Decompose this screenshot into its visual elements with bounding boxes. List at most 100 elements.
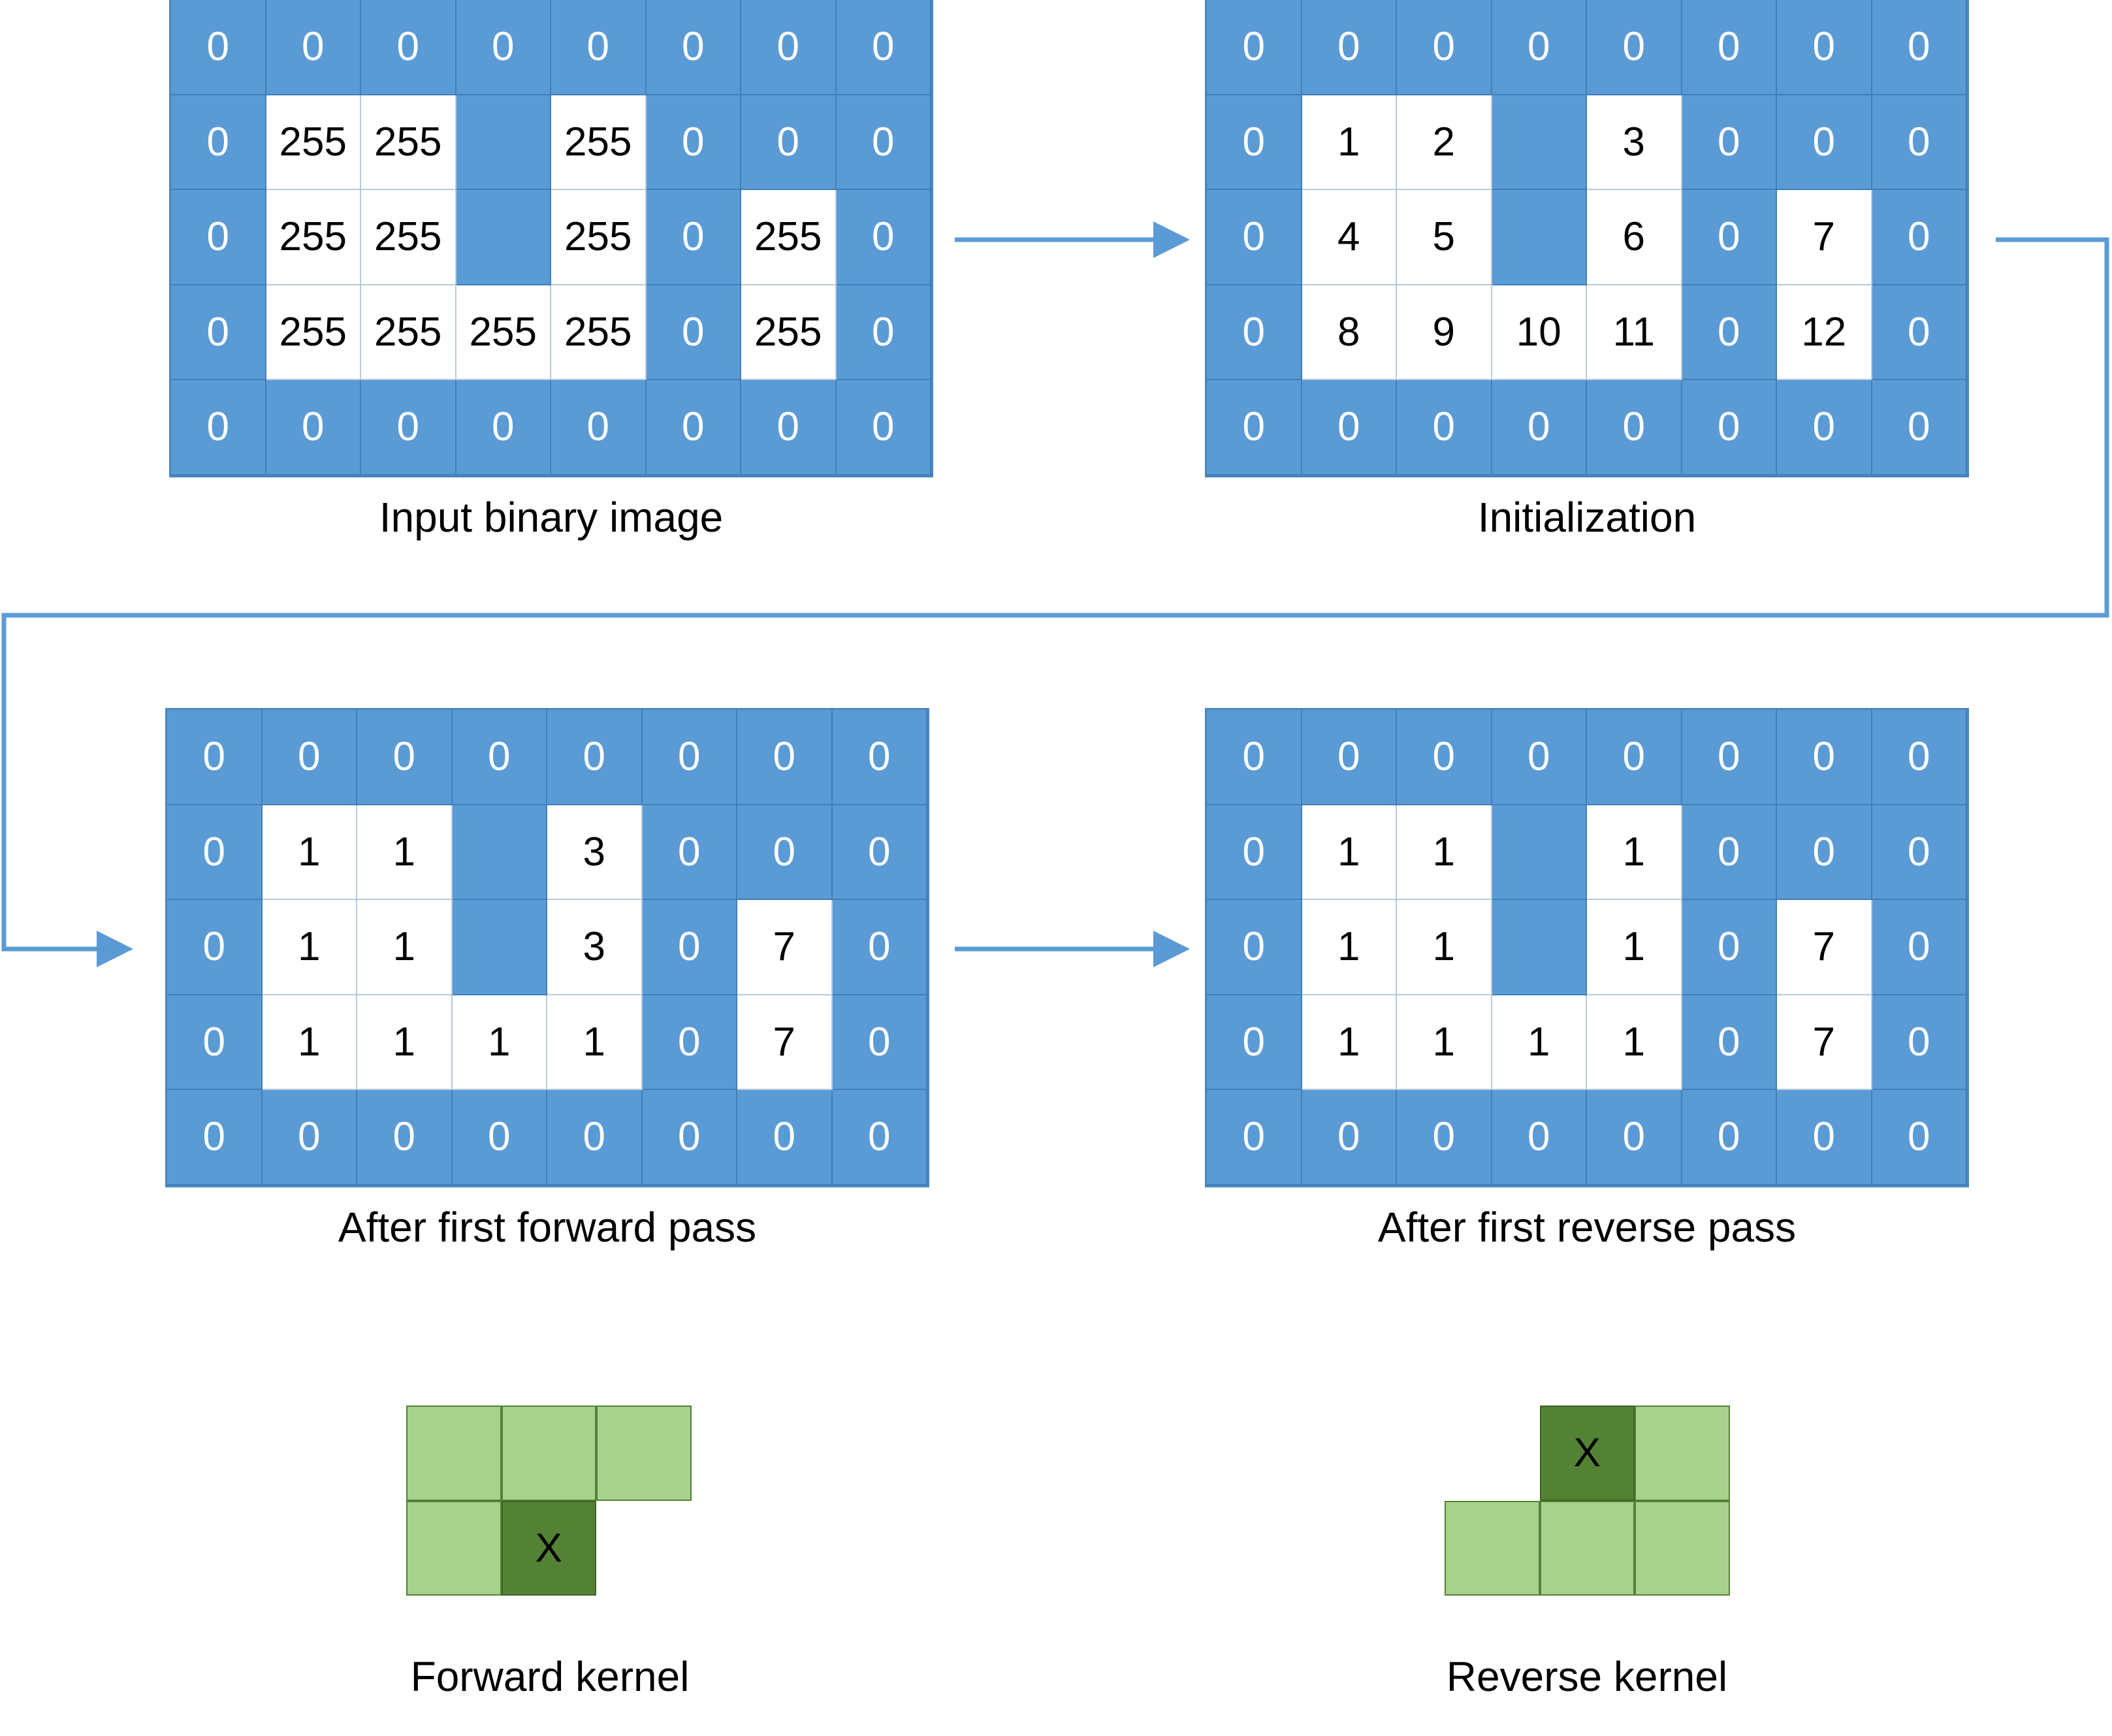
grid-cell: 0 xyxy=(452,1090,547,1185)
grid-cell: 0 xyxy=(171,0,266,95)
grid-cell xyxy=(1492,805,1587,900)
grid-cell: 0 xyxy=(741,0,837,95)
grid-cell: 1 xyxy=(357,805,453,900)
grid-cell: 7 xyxy=(1777,995,1872,1090)
grid-cell: 2 xyxy=(1397,95,1492,190)
grid-cell: 0 xyxy=(167,710,263,805)
grid-cell: 0 xyxy=(1872,95,1967,190)
grid-cell: 0 xyxy=(1492,710,1587,805)
grid-cell: 7 xyxy=(1777,900,1872,995)
grid-cell: 1 xyxy=(1397,995,1492,1090)
grid-cell: 0 xyxy=(1872,995,1967,1090)
grid-cell: 11 xyxy=(1587,285,1682,380)
grid-cell: 0 xyxy=(171,380,266,475)
grid-cell: 1 xyxy=(1587,900,1682,995)
grid-cell: 0 xyxy=(1587,710,1682,805)
grid-cell: 0 xyxy=(1777,805,1872,900)
grid-cell: 255 xyxy=(551,190,647,285)
grid-cell: 0 xyxy=(1777,0,1872,95)
grid-cell: 0 xyxy=(167,805,263,900)
kernel-neighbor-cell xyxy=(1539,1500,1635,1596)
grid-cell: 0 xyxy=(361,380,456,475)
grid-cell: 0 xyxy=(1872,285,1967,380)
grid-cell: 0 xyxy=(1207,900,1302,995)
grid-cell: 0 xyxy=(167,900,263,995)
grid-cell: 0 xyxy=(357,710,453,805)
grid-cell: 0 xyxy=(646,380,741,475)
grid-cell: 0 xyxy=(1207,190,1302,285)
grid-cell: 0 xyxy=(266,0,361,95)
grid-cell xyxy=(456,95,551,190)
forward-pass-caption: After first forward pass xyxy=(338,1204,757,1251)
grid-cell: 0 xyxy=(1397,1090,1492,1185)
arrow-init-to-forward xyxy=(1,237,2109,967)
grid-cell: 0 xyxy=(1872,0,1967,95)
grid-cell: 0 xyxy=(551,0,647,95)
grid-cell: 255 xyxy=(361,95,456,190)
grid-cell: 6 xyxy=(1587,190,1682,285)
grid-cell: 1 xyxy=(357,995,453,1090)
grid-cell: 0 xyxy=(1492,1090,1587,1185)
grid-cell: 0 xyxy=(832,995,927,1090)
reverse-kernel-caption: Reverse kernel xyxy=(1446,1653,1728,1700)
grid-cell: 1 xyxy=(1587,995,1682,1090)
grid-cell: 255 xyxy=(266,285,361,380)
grid-cell: 1 xyxy=(357,900,453,995)
grid-cell: 0 xyxy=(1207,710,1302,805)
grid-cell xyxy=(456,190,551,285)
grid-cell: 0 xyxy=(266,380,361,475)
grid-cell: 0 xyxy=(361,0,456,95)
grid-cell: 0 xyxy=(1777,380,1872,475)
grid-cell: 0 xyxy=(171,285,266,380)
grid-cell: 1 xyxy=(1302,95,1397,190)
grid-cell: 3 xyxy=(547,900,643,995)
grid-cell: 1 xyxy=(262,900,357,995)
grid-cell: 0 xyxy=(737,1090,833,1185)
grid-cell: 0 xyxy=(1207,380,1302,475)
grid-cell: 0 xyxy=(737,805,833,900)
grid-cell: 0 xyxy=(456,380,551,475)
grid-cell: 0 xyxy=(836,380,931,475)
grid-cell: 0 xyxy=(832,1090,927,1185)
grid-cell: 9 xyxy=(1397,285,1492,380)
grid-cell: 255 xyxy=(361,190,456,285)
grid-cell: 0 xyxy=(1872,380,1967,475)
grid-cell: 0 xyxy=(1207,1090,1302,1185)
grid-cell: 0 xyxy=(836,285,931,380)
initialization-caption: Initialization xyxy=(1477,494,1697,541)
grid-cell xyxy=(1492,900,1587,995)
grid-cell: 0 xyxy=(642,995,737,1090)
grid-cell: 1 xyxy=(547,995,643,1090)
grid-cell: 0 xyxy=(1872,805,1967,900)
grid-cell: 0 xyxy=(1302,0,1397,95)
kernel-neighbor-cell xyxy=(1635,1500,1730,1596)
grid-cell: 0 xyxy=(1397,710,1492,805)
kernel-neighbor-cell xyxy=(501,1406,596,1501)
grid-cell: 0 xyxy=(1587,0,1682,95)
grid-cell: 0 xyxy=(547,710,643,805)
grid-cell: 0 xyxy=(1492,380,1587,475)
forward-kernel: X xyxy=(406,1406,692,1596)
input-binary-image-caption: Input binary image xyxy=(379,494,724,541)
grid-cell: 0 xyxy=(1207,805,1302,900)
grid-cell: 0 xyxy=(171,95,266,190)
grid-cell: 255 xyxy=(741,285,837,380)
grid-cell: 0 xyxy=(1682,805,1777,900)
grid-cell: 5 xyxy=(1397,190,1492,285)
grid-cell: 0 xyxy=(1302,1090,1397,1185)
grid-cell: 0 xyxy=(832,710,927,805)
grid-cell xyxy=(1492,95,1587,190)
grid-cell: 0 xyxy=(1777,1090,1872,1185)
grid-cell: 3 xyxy=(1587,95,1682,190)
grid-cell: 0 xyxy=(642,805,737,900)
grid-cell: 0 xyxy=(1682,900,1777,995)
grid-cell: 7 xyxy=(1777,190,1872,285)
reverse-kernel: X xyxy=(1445,1406,1730,1596)
grid-cell: 0 xyxy=(642,710,737,805)
grid-cell: 0 xyxy=(832,900,927,995)
grid-cell: 1 xyxy=(262,805,357,900)
grid-cell: 0 xyxy=(1302,710,1397,805)
